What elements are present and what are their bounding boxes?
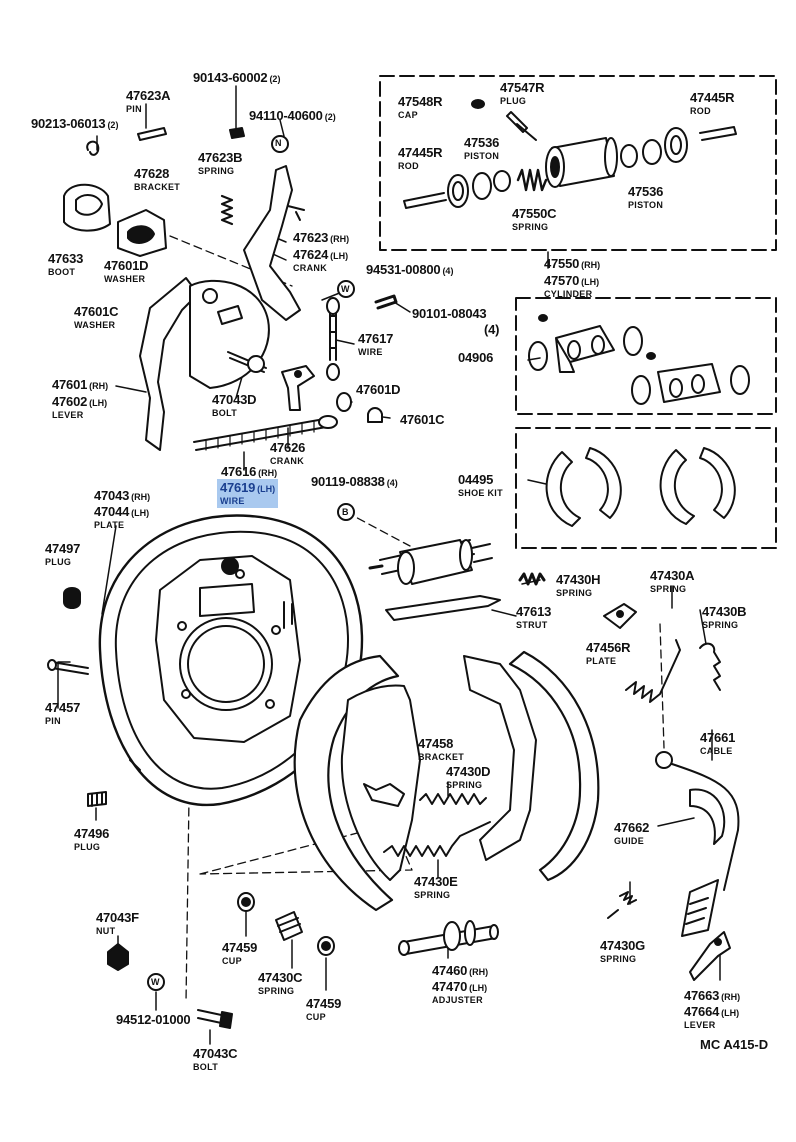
symbol-w-upper: W <box>341 284 350 294</box>
label-47624-crank: 47624(LH)CRANK <box>293 247 349 273</box>
label-47619-wire-highlighted[interactable]: 47619(LH)WIRE <box>217 479 279 508</box>
label-90143-60002: 90143-60002(2) <box>193 70 281 85</box>
label-47550-rh: 47550(RH) <box>544 256 601 271</box>
label-94110-40600: 94110-40600(2) <box>249 108 336 123</box>
label-47601d: 47601D <box>356 382 401 397</box>
wheel-cylinder-box <box>379 75 777 251</box>
upper-left-hardware <box>63 127 398 381</box>
label-47664-lever: 47664(LH)LEVER <box>684 1004 740 1030</box>
label-47616-rh: 47616(RH) <box>221 464 278 479</box>
strut-and-adjuster <box>368 539 740 981</box>
cylinder-kit-box <box>515 297 777 415</box>
label-47601c: 47601C <box>400 412 445 427</box>
symbol-b: B <box>342 507 349 517</box>
label-90101-08043: 90101-08043 <box>412 306 487 321</box>
lever-assembly <box>139 277 383 451</box>
wheel-cylinder-parts <box>403 99 737 209</box>
label-90119-08838: 90119-08838(4) <box>311 474 398 489</box>
label-47044-plate: 47044(LH)PLATE <box>94 504 150 530</box>
diagram-code: MC A415-D <box>700 1037 769 1052</box>
label-94531-00800: 94531-00800(4) <box>366 262 454 277</box>
left-small-parts <box>47 503 355 1029</box>
symbol-w-lower: W <box>151 977 160 987</box>
brake-shoes <box>293 650 600 912</box>
label-90213-06013: 90213-06013(2) <box>31 116 119 131</box>
label-47601-rh: 47601(RH) <box>52 377 109 392</box>
label-94512-01000: 94512-01000 <box>116 1012 191 1027</box>
bottom-hardware <box>237 892 499 956</box>
label-47623-rh: 47623(RH) <box>293 230 350 245</box>
label-47470-adjuster: 47470(LH)ADJUSTER <box>432 979 488 1005</box>
label-47663-rh: 47663(RH) <box>684 988 741 1003</box>
shoe-kit-box <box>515 427 777 549</box>
label-90101-qty: (4) <box>484 322 500 337</box>
label-47602-lever: 47602(LH)LEVER <box>52 394 108 420</box>
label-47570-cylinder: 47570(LH)CYLINDER <box>544 273 600 299</box>
label-04906-kit: 04906 <box>458 350 494 365</box>
label-47043-rh: 47043(RH) <box>94 488 151 503</box>
label-47460-rh: 47460(RH) <box>432 963 489 978</box>
symbol-n: N <box>275 138 282 148</box>
